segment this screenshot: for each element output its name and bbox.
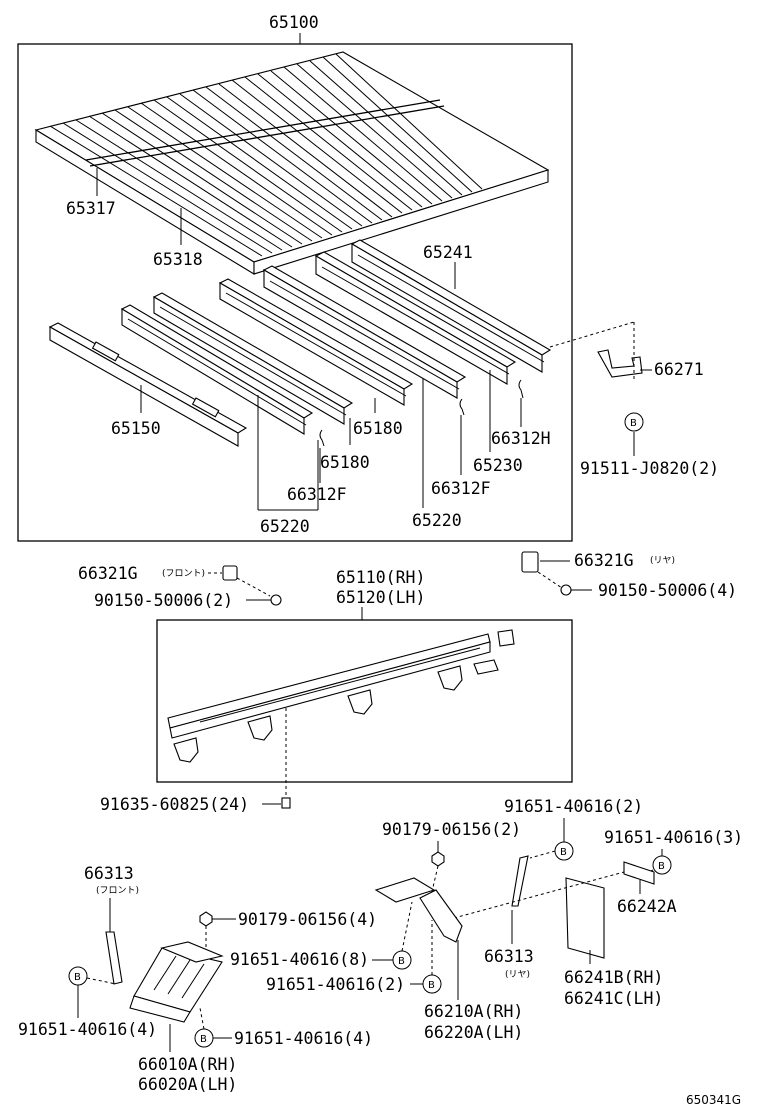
cross-sill-65230 bbox=[314, 251, 517, 385]
label-90150-rear: 90150-50006(4) bbox=[598, 581, 737, 600]
hook-66312h bbox=[518, 379, 524, 399]
label-65318: 65318 bbox=[153, 250, 203, 269]
svg-text:B: B bbox=[630, 418, 637, 429]
note-66321g-rear: (リヤ) bbox=[650, 556, 675, 566]
cross-sill-65220-right bbox=[262, 265, 467, 399]
deck-floor-panel bbox=[34, 51, 550, 275]
bracket-66271 bbox=[549, 321, 652, 456]
note-66313-front: (フロント) bbox=[96, 886, 139, 896]
bolt-90150-front bbox=[246, 594, 282, 606]
label-66242a: 66242A bbox=[617, 897, 677, 916]
mudguard-66010a bbox=[129, 941, 224, 1023]
assembly-box-65110 bbox=[156, 619, 573, 783]
mudguard-66210a bbox=[374, 877, 463, 943]
bracket-66242a bbox=[623, 861, 655, 885]
label-66312h: 66312H bbox=[491, 429, 551, 448]
label-66220a: 66220A(LH) bbox=[424, 1023, 523, 1042]
clip-66321g-front bbox=[222, 565, 271, 597]
label-66020a: 66020A(LH) bbox=[138, 1075, 237, 1094]
label-66241b: 66241B(RH) bbox=[564, 968, 663, 987]
label-91651-2b: 91651-40616(2) bbox=[266, 975, 405, 994]
label-91635: 91635-60825(24) bbox=[100, 795, 249, 814]
svg-text:B: B bbox=[560, 847, 567, 858]
label-65220-b: 65220 bbox=[412, 511, 462, 530]
stay-66313-rear bbox=[511, 855, 529, 907]
bolt-marker-91651-3: B bbox=[652, 855, 672, 875]
label-65150: 65150 bbox=[111, 419, 161, 438]
label-65120: 65120(LH) bbox=[336, 588, 425, 607]
label-90150-front: 90150-50006(2) bbox=[94, 591, 233, 610]
label-66312f-a: 66312F bbox=[431, 479, 491, 498]
svg-text:B: B bbox=[200, 1034, 207, 1045]
label-66271: 66271 bbox=[654, 360, 704, 379]
bolt-91635 bbox=[262, 797, 291, 809]
note-66313-rear: (リヤ) bbox=[505, 970, 530, 980]
bolt-marker-91651-2b: B bbox=[422, 974, 442, 994]
svg-text:B: B bbox=[428, 980, 435, 991]
hook-66312f-right bbox=[459, 398, 465, 416]
figure-code: 650341G bbox=[686, 1093, 741, 1107]
svg-text:B: B bbox=[658, 861, 665, 872]
bolt-marker-91651-4b: B bbox=[194, 1028, 214, 1048]
front-sill-65150 bbox=[48, 322, 248, 447]
label-91651-4b: 91651-40616(4) bbox=[234, 1029, 373, 1048]
cross-sill-65180 bbox=[218, 278, 414, 406]
label-65180-b: 65180 bbox=[320, 453, 370, 472]
bolt-marker-91511: B bbox=[624, 412, 644, 432]
svg-text:B: B bbox=[74, 972, 81, 983]
cross-sill-65241 bbox=[350, 239, 552, 373]
bolt-marker-91651-8: B bbox=[392, 950, 412, 970]
nut-90179-2 bbox=[429, 851, 445, 901]
svg-text:B: B bbox=[398, 956, 405, 967]
label-66241c: 66241C(LH) bbox=[564, 989, 663, 1008]
label-66010a: 66010A(RH) bbox=[138, 1055, 237, 1074]
stay-66313-front bbox=[105, 931, 123, 985]
label-65241: 65241 bbox=[423, 243, 473, 262]
label-91511: 91511-J0820(2) bbox=[580, 459, 719, 478]
label-91651-2: 91651-40616(2) bbox=[504, 797, 643, 816]
bolt-marker-91651-2: B bbox=[554, 841, 574, 861]
side-rail-65110 bbox=[167, 633, 491, 739]
clip-66321g-rear bbox=[521, 551, 570, 589]
assembly-box-65100 bbox=[17, 43, 573, 542]
mudflap-66241 bbox=[565, 877, 605, 959]
label-66313-front: 66313 bbox=[84, 864, 134, 883]
label-65220-a: 65220 bbox=[260, 517, 310, 536]
label-65230: 65230 bbox=[473, 456, 523, 475]
label-65100: 65100 bbox=[269, 13, 319, 32]
bolt-marker-91651-4a: B bbox=[68, 966, 88, 986]
hook-66312f-left bbox=[319, 429, 325, 447]
label-66312f-b: 66312F bbox=[287, 485, 347, 504]
nut-90179-4 bbox=[199, 911, 236, 950]
note-66321g-front: (フロント) bbox=[162, 569, 205, 579]
rail-brackets bbox=[173, 629, 515, 763]
cross-sill-65180-b bbox=[152, 292, 354, 425]
label-65180-a: 65180 bbox=[353, 419, 403, 438]
label-66210a: 66210A(RH) bbox=[424, 1002, 523, 1021]
label-65317: 65317 bbox=[66, 199, 116, 218]
label-90179-2: 90179-06156(2) bbox=[382, 820, 521, 839]
label-66321g-front: 66321G bbox=[78, 564, 138, 583]
label-90179-4: 90179-06156(4) bbox=[238, 910, 377, 929]
label-66313-rear: 66313 bbox=[484, 947, 534, 966]
label-91651-8: 91651-40616(8) bbox=[230, 950, 369, 969]
label-91651-4a: 91651-40616(4) bbox=[18, 1020, 157, 1039]
label-65110: 65110(RH) bbox=[336, 568, 425, 587]
bolt-90150-rear bbox=[560, 584, 592, 596]
label-91651-3: 91651-40616(3) bbox=[604, 828, 743, 847]
label-66321g-rear: 66321G bbox=[574, 551, 634, 570]
